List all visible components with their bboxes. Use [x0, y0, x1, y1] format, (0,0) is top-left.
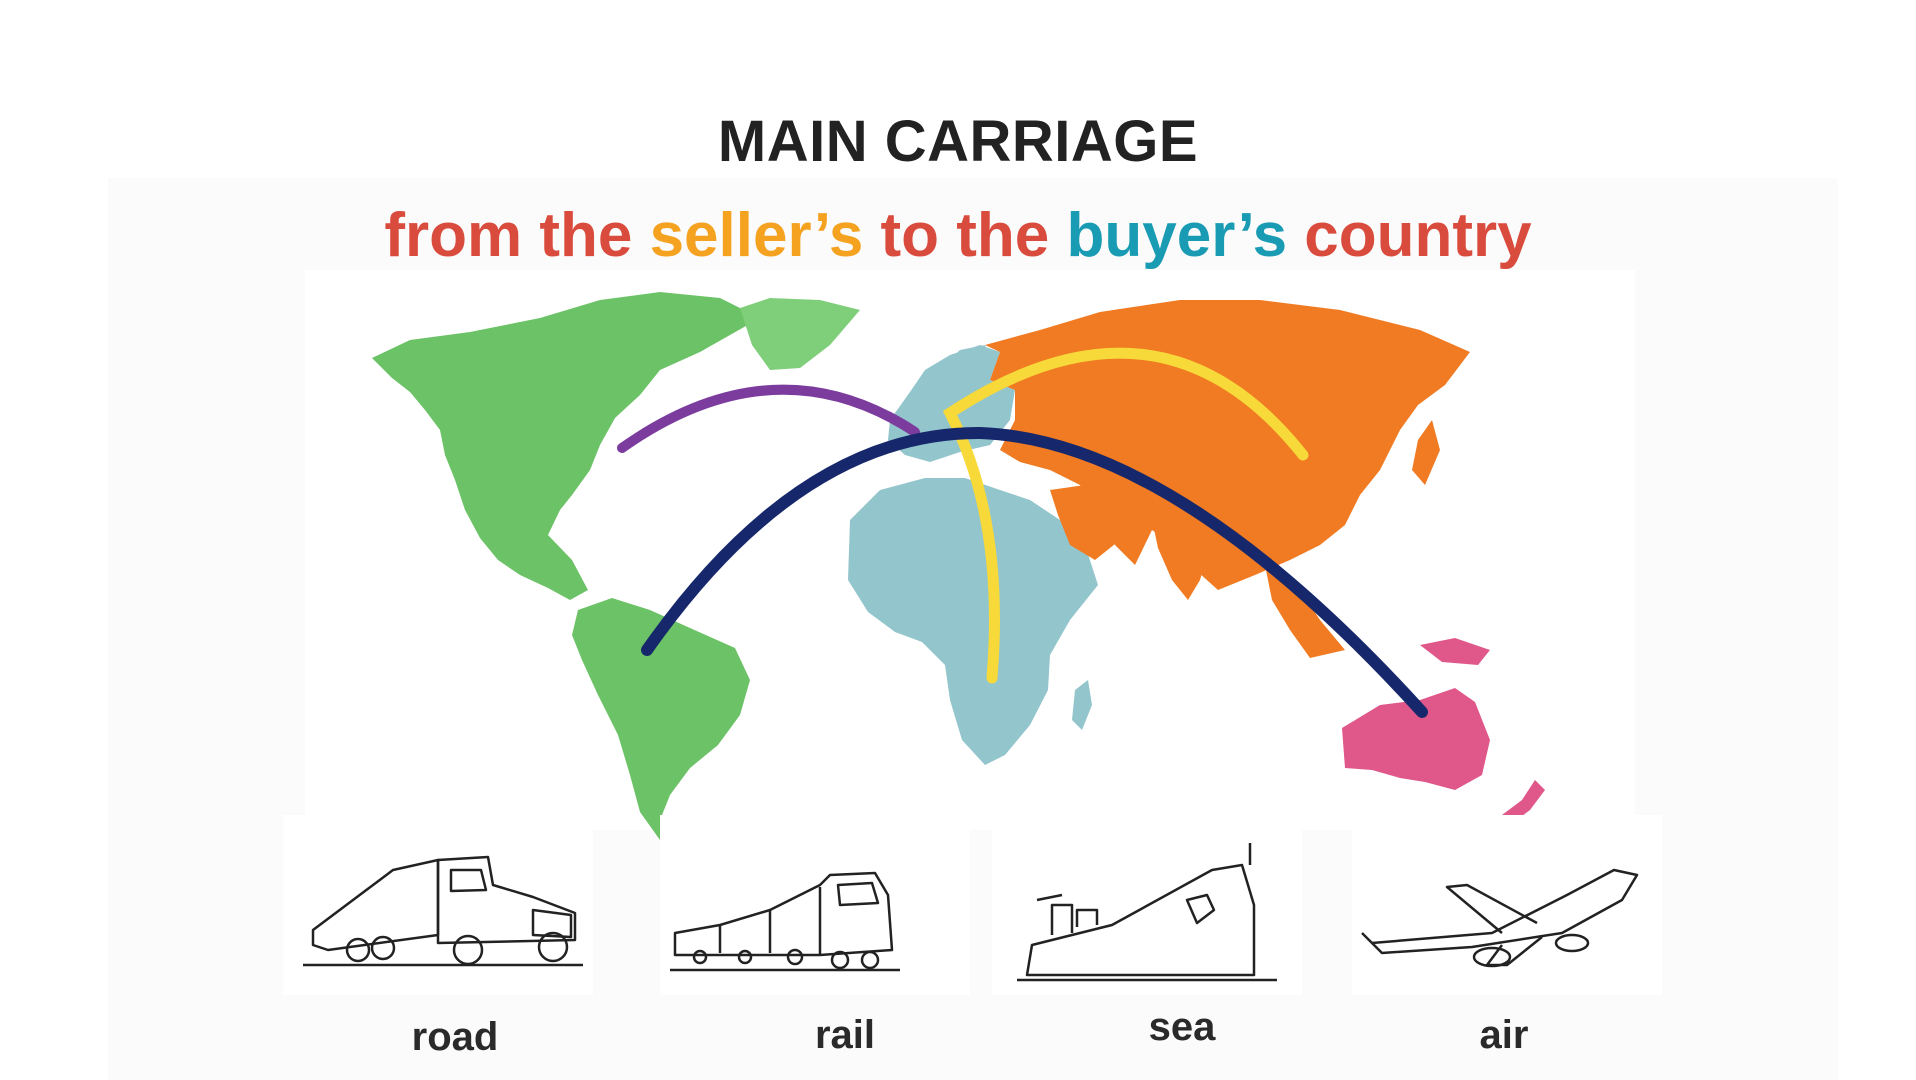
- africa: [848, 478, 1098, 765]
- yellow-route: [942, 347, 1309, 684]
- mode-label-rail: rail: [814, 1013, 876, 1057]
- page-title: MAIN CARRIAGE: [717, 109, 1199, 174]
- subtitle-buyer: buyer’s: [1066, 201, 1288, 270]
- india: [1150, 510, 1210, 600]
- madagascar: [1072, 680, 1092, 730]
- subtitle-text-2: to the: [863, 201, 1067, 270]
- mode-rail: rail: [660, 815, 970, 1057]
- mode-air: air: [1352, 815, 1662, 1057]
- scandinavia: [935, 345, 990, 392]
- airplane-icon: [1361, 868, 1639, 968]
- mode-label-road: road: [411, 1015, 499, 1059]
- australia: [1342, 688, 1490, 790]
- subtitle-text-1: from the: [384, 201, 650, 270]
- mode-label-sea: sea: [1148, 1005, 1216, 1049]
- japan: [1412, 420, 1440, 485]
- subtitle-seller: seller’s: [649, 201, 864, 270]
- arabia: [1050, 485, 1120, 560]
- new-guinea: [1420, 638, 1490, 665]
- page-subtitle: from the seller’s to the buyer’s country: [0, 200, 1916, 271]
- ship-icon: [1017, 843, 1277, 982]
- train-icon: [670, 871, 900, 972]
- arctic-islands: [560, 305, 700, 332]
- greenland: [740, 298, 860, 370]
- subtitle-text-3: country: [1287, 201, 1532, 270]
- mode-sea: sea: [992, 815, 1302, 1049]
- navy-route: [641, 426, 1428, 718]
- new-zealand: [1502, 780, 1545, 825]
- mode-label-air: air: [1479, 1013, 1529, 1057]
- southeast-asia: [1265, 565, 1345, 658]
- mode-road: road: [283, 815, 593, 1059]
- purple-route: [617, 384, 920, 453]
- north-america: [372, 292, 760, 600]
- truck-icon: [303, 855, 583, 967]
- south-america: [572, 598, 750, 840]
